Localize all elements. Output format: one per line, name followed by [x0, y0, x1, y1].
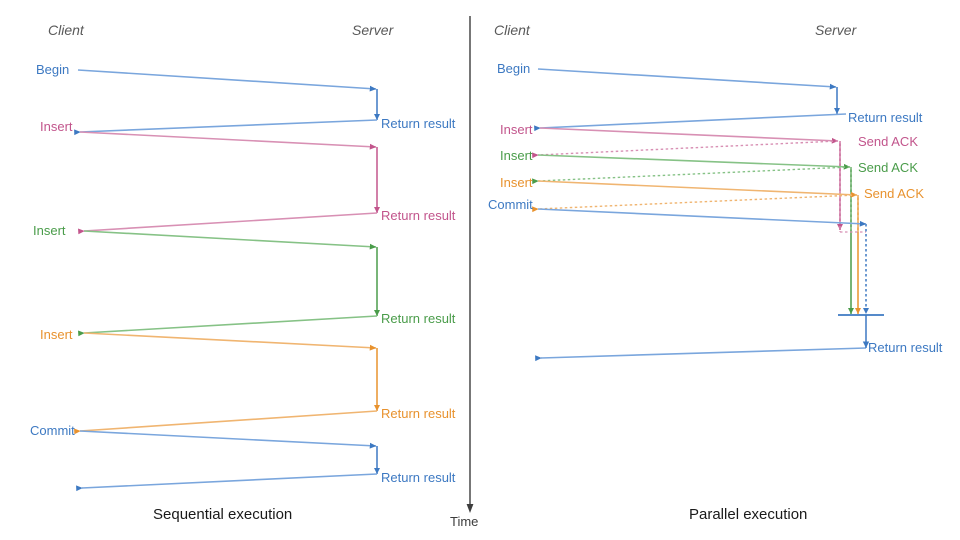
- sequential-activation-arrowhead-pink: [374, 207, 380, 213]
- parallel-client-label-3: Insert: [500, 175, 533, 190]
- sequential-server-label-1: Return result: [381, 208, 456, 223]
- sequential-client-label-0: Begin: [36, 62, 70, 77]
- parallel-server-label-0: Return result: [848, 110, 923, 125]
- parallel-activation-arrowhead-orange: [855, 308, 861, 314]
- sequential-client-label-4: Commit: [30, 423, 75, 438]
- parallel-commit-drop-arrowhead: [862, 341, 870, 348]
- sequential-client-label-1: Insert: [40, 119, 73, 134]
- parallel-client-label-2: Insert: [500, 148, 533, 163]
- parallel-message-request-green: [537, 154, 851, 170]
- sequential-message-response-pink: [78, 212, 378, 235]
- sequential-message-response-blue: [74, 119, 378, 136]
- sequential-message-response-blue: [76, 473, 378, 492]
- sequential-client-header: Client: [48, 22, 84, 38]
- parallel-message-ack-green: [532, 166, 851, 185]
- parallel-caption: Parallel execution: [689, 506, 808, 523]
- parallel-server-label-3: Send ACK: [864, 186, 924, 201]
- sequential-server-label-4: Return result: [381, 470, 456, 485]
- parallel-server-header: Server: [815, 22, 857, 38]
- sequential-activation-arrowhead-orange: [374, 405, 380, 411]
- sequential-message-response-green: [78, 315, 378, 337]
- parallel-server-label-1: Send ACK: [858, 134, 918, 149]
- time-axis-arrowhead: [466, 504, 474, 513]
- parallel-message-request-blue: [537, 208, 867, 227]
- sequential-server-header: Server: [352, 22, 394, 38]
- parallel-server-label-4: Return result: [868, 340, 943, 355]
- sequential-caption: Sequential execution: [153, 506, 293, 523]
- parallel-client-header: Client: [494, 22, 530, 38]
- sequential-message-request-pink: [79, 131, 377, 150]
- sequential-client-label-3: Insert: [40, 327, 73, 342]
- parallel-activation-arrowhead-blue: [863, 308, 869, 314]
- parallel-server-label-2: Send ACK: [858, 160, 918, 175]
- sequential-activation-arrowhead-green: [374, 310, 380, 316]
- parallel-message-response-blue: [534, 113, 847, 132]
- sequential-server-label-2: Return result: [381, 311, 456, 326]
- parallel-message-ack-pink: [532, 140, 839, 159]
- sequential-message-request-orange: [83, 332, 377, 351]
- parallel-message-request-blue: [537, 68, 837, 90]
- time-axis-label: Time: [450, 514, 479, 529]
- parallel-client-label-1: Insert: [500, 122, 533, 137]
- sequential-server-label-3: Return result: [381, 406, 456, 421]
- sequential-server-label-0: Return result: [381, 116, 456, 131]
- parallel-message-request-orange: [537, 180, 858, 198]
- sequential-client-label-2: Insert: [33, 223, 66, 238]
- parallel-message-request-pink: [539, 127, 839, 144]
- sequential-message-request-blue: [79, 430, 377, 449]
- parallel-client-label-4: Commit: [488, 197, 533, 212]
- sequential-message-response-orange: [74, 410, 378, 435]
- parallel-activation-arrowhead-green: [848, 308, 854, 314]
- sequential-message-request-blue: [77, 69, 377, 92]
- sequential-message-request-green: [83, 230, 377, 250]
- sequential-activation-arrowhead-blue: [374, 468, 380, 474]
- parallel-activation-arrowhead-blue: [834, 108, 840, 114]
- parallel-client-label-0: Begin: [497, 61, 531, 76]
- sequential-activation-arrowhead-blue: [374, 114, 380, 120]
- parallel-message-ack-orange: [532, 194, 858, 213]
- parallel-message-response-blue: [535, 347, 867, 362]
